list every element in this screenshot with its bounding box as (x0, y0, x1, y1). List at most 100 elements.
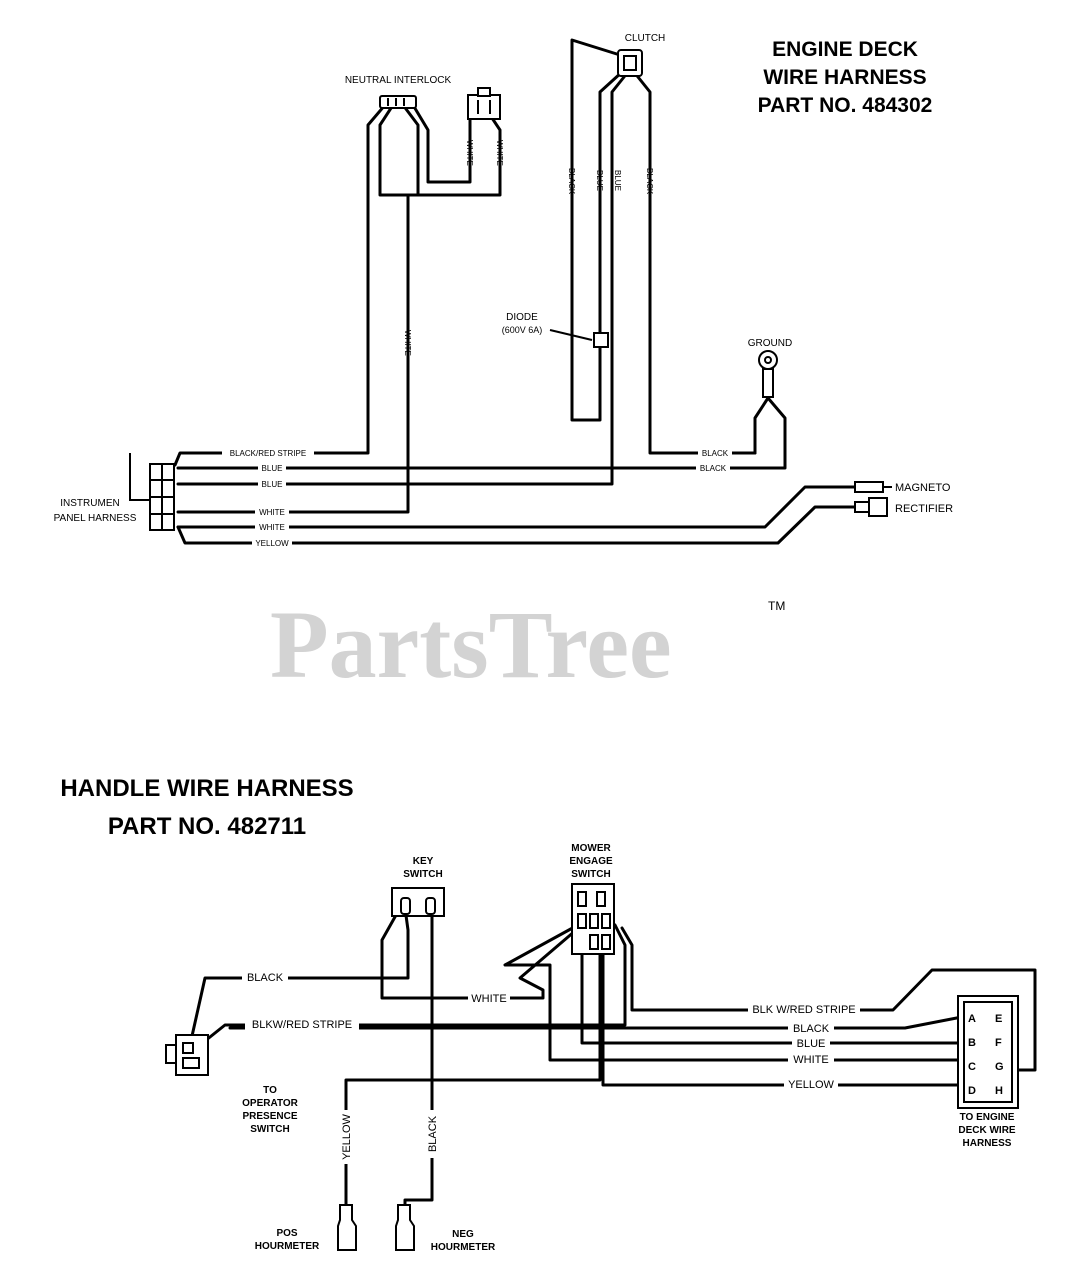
wire-label-black-h1: BLACK (702, 449, 729, 458)
wire-label-black-h2: BLACK (700, 464, 727, 473)
handle-label-yellow-v: YELLOW (341, 1113, 353, 1159)
wire-label-blue-h2: BLUE (262, 480, 283, 489)
handle-label-yellow-right: YELLOW (788, 1079, 834, 1091)
handle-title-2: PART NO. 482711 (108, 813, 306, 840)
handle-title-1: HANDLE WIRE HARNESS (60, 775, 353, 802)
pin-h: H (995, 1085, 1003, 1097)
to-engine-label-3: HARNESS (963, 1138, 1012, 1149)
handle-label-blue-right: BLUE (797, 1038, 826, 1050)
key-switch-label-2: SWITCH (403, 869, 442, 880)
wire-black-red-stripe (173, 103, 387, 467)
wire-white-main (176, 116, 502, 514)
mower-engage-switch (571, 883, 615, 955)
engine-deck-connector (957, 995, 1019, 1109)
neutral-interlock-switch (467, 87, 501, 120)
handle-wire-blk-red-left (198, 923, 627, 1047)
key-switch (391, 887, 445, 917)
magneto-terminal (854, 481, 892, 493)
mower-engage-label-2: ENGAGE (569, 856, 613, 867)
handle-label-blk-red-right: BLK W/RED STRIPE (752, 1004, 855, 1016)
wire-harness-tag (129, 453, 150, 501)
handle-wire-blue-right (580, 923, 960, 1045)
wire-blue-clutch (176, 70, 630, 486)
handle-wire-yellow-pos (344, 948, 602, 1207)
key-switch-label-1: KEY (413, 856, 434, 867)
pos-hourmeter-terminal (337, 1204, 357, 1251)
rectifier-terminal (854, 497, 888, 517)
wire-black-clutch (570, 38, 624, 422)
diode-label-2: (600V 6A) (502, 325, 543, 335)
pin-b: B (968, 1037, 976, 1049)
to-engine-label-2: DECK WIRE (958, 1125, 1016, 1136)
wire-label-black-v1: BLACK (567, 168, 576, 195)
engine-deck-title-1: ENGINE DECK (772, 38, 918, 61)
wire-interlock-loop (378, 103, 420, 197)
handle-wire-yellow-right (601, 948, 960, 1087)
pin-e: E (995, 1013, 1002, 1025)
neg-hourmeter-label-2: HOURMETER (431, 1242, 496, 1253)
clutch-label: CLUTCH (625, 33, 666, 44)
wire-label-yellow-h: YELLOW (255, 539, 289, 548)
wire-label-black-v2: BLACK (645, 168, 654, 195)
wire-label-blue-v1: BLUE (595, 170, 604, 191)
pin-a: A (968, 1013, 976, 1025)
engine-deck-wires (129, 38, 857, 545)
watermark-tm: TM (768, 599, 785, 613)
handle-label-black-right: BLACK (793, 1023, 830, 1035)
pos-hourmeter-label-1: POS (276, 1228, 297, 1239)
operator-label-2: OPERATOR (242, 1098, 299, 1109)
wire-label-white-h: WHITE (259, 508, 285, 517)
instrument-panel-label-2: PANEL HARNESS (54, 513, 137, 524)
diode-label-1: DIODE (506, 312, 538, 323)
clutch-connector (617, 49, 643, 77)
wire-label-white-main: WHITE (403, 330, 412, 356)
operator-label-3: PRESENCE (242, 1111, 297, 1122)
pin-f: F (995, 1037, 1002, 1049)
handle-wire-blk-red-right (620, 926, 1037, 1072)
handle-wire-white (380, 906, 584, 1000)
neg-hourmeter-label-1: NEG (452, 1229, 474, 1240)
pin-c: C (968, 1061, 976, 1073)
instrument-panel-connector (149, 463, 175, 531)
wire-black-ground-1 (632, 70, 757, 455)
pos-hourmeter-label-2: HOURMETER (255, 1241, 320, 1252)
neg-hourmeter-terminal (395, 1204, 415, 1251)
ground-terminal (758, 350, 778, 398)
handle-label-white-right: WHITE (793, 1054, 828, 1066)
handle-label-white: WHITE (471, 993, 506, 1005)
operator-presence-connector (165, 1034, 209, 1076)
wire-label-blue-h: BLUE (262, 464, 283, 473)
diode-component (549, 329, 609, 348)
handle-wire-black (188, 906, 410, 1047)
mower-engage-label-3: SWITCH (571, 869, 610, 880)
ground-label: GROUND (748, 338, 792, 349)
handle-wire-white-right (503, 923, 960, 1062)
pin-g: G (995, 1061, 1004, 1073)
wire-label-white-h2: WHITE (259, 523, 285, 532)
operator-label-1: TO (263, 1085, 277, 1096)
wire-label-white-b: WHITE (495, 140, 504, 166)
to-engine-label-1: TO ENGINE (960, 1112, 1015, 1123)
mower-engage-label-1: MOWER (571, 843, 611, 854)
wire-label-black-red-stripe: BLACK/RED STRIPE (230, 449, 306, 458)
pin-d: D (968, 1085, 976, 1097)
neutral-interlock-label: NEUTRAL INTERLOCK (345, 75, 452, 86)
instrument-panel-label-1: INSTRUMEN (60, 498, 119, 509)
handle-label-black: BLACK (247, 972, 284, 984)
rectifier-label: RECTIFIER (895, 503, 953, 515)
handle-wire-black-right (228, 1013, 974, 1030)
operator-label-4: SWITCH (250, 1124, 289, 1135)
wire-black-ground-2 (176, 396, 787, 470)
handle-label-blk-red-left: BLKW/RED STRIPE (252, 1019, 352, 1031)
handle-label-black-v: BLACK (427, 1115, 439, 1152)
wire-white-magneto (176, 485, 857, 529)
neutral-interlock-connector (379, 95, 417, 109)
wire-white-a (411, 103, 472, 184)
watermark-text: PartsTree (270, 591, 672, 698)
magneto-label: MAGNETO (895, 482, 951, 494)
engine-deck-title-3: PART NO. 484302 (758, 94, 933, 117)
wire-label-white-a: WHITE (465, 140, 474, 166)
engine-deck-title-2: WIRE HARNESS (763, 66, 926, 89)
